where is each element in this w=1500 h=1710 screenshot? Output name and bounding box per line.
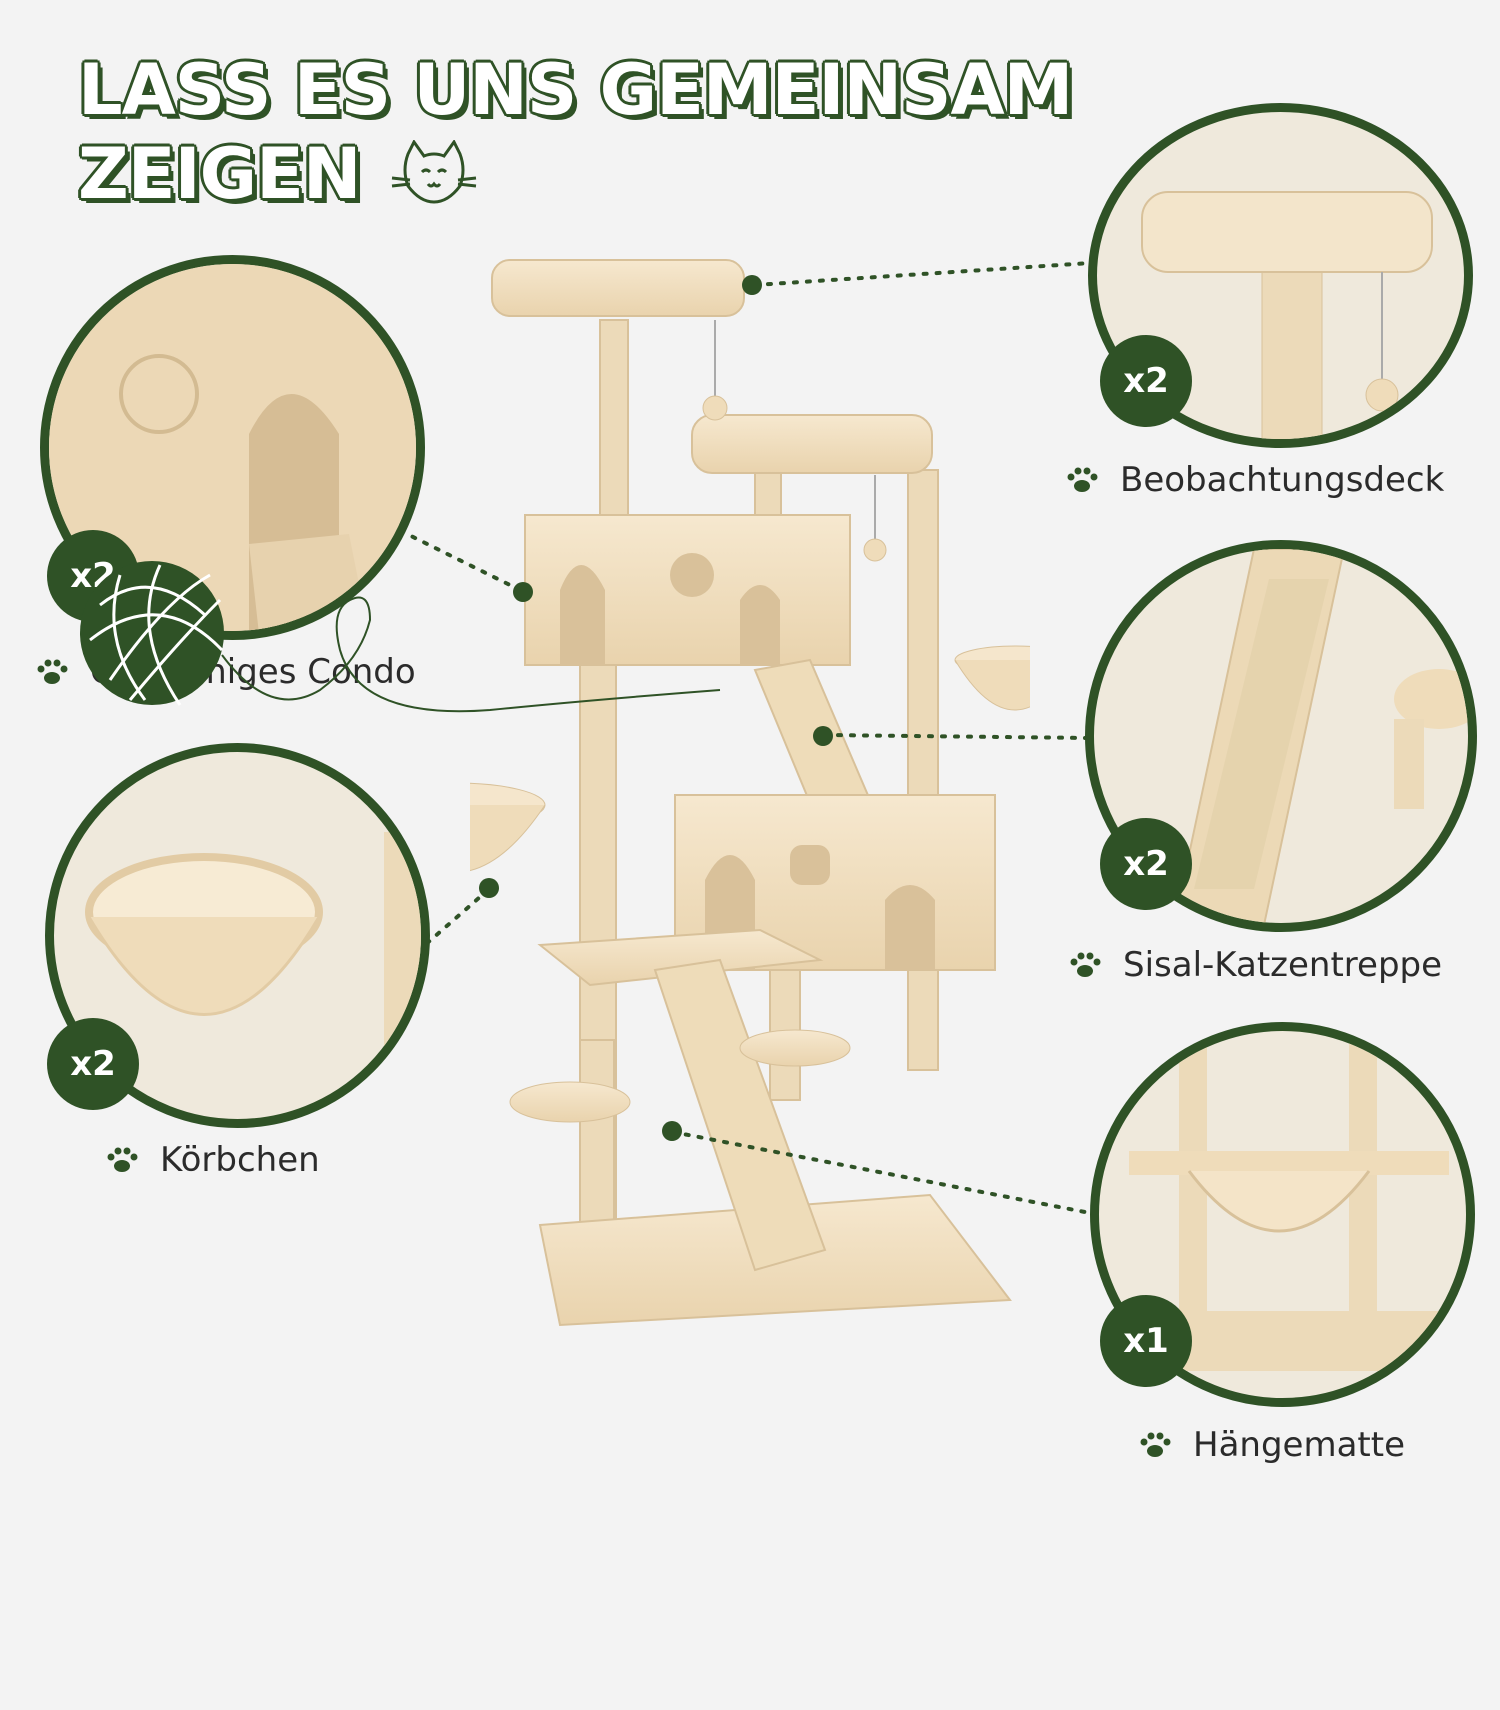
observation-deck-detail xyxy=(1141,191,1433,439)
count-badge-observation-deck: x2 xyxy=(1100,335,1192,427)
feature-name: Hängematte xyxy=(1193,1425,1405,1465)
paw-icon xyxy=(107,1147,138,1172)
paw-icon xyxy=(37,659,68,684)
sisal-stairs-detail xyxy=(1173,549,1468,923)
hammock-detail xyxy=(1119,1031,1459,1371)
title-line-1: LASS ES UNS GEMEINSAM xyxy=(78,49,1073,131)
feature-label-basket: Körbchen xyxy=(102,1140,320,1180)
paw-icon xyxy=(1140,1432,1171,1457)
feature-label-observation-deck: Beobachtungsdeck xyxy=(1062,460,1444,500)
title-line-2: ZEIGEN xyxy=(78,133,361,215)
count-badge-hammock: x1 xyxy=(1100,1295,1192,1387)
feature-name: Sisal-Katzentreppe xyxy=(1123,945,1443,985)
yarn-ball-bottom xyxy=(75,1565,76,1566)
count-badge-basket: x2 xyxy=(47,1018,139,1110)
feature-label-sisal-stairs: Sisal-Katzentreppe xyxy=(1065,945,1442,985)
yarn-ball-display xyxy=(75,1565,725,1710)
feature-name: Körbchen xyxy=(160,1140,320,1180)
feature-name: Beobachtungsdeck xyxy=(1120,460,1445,500)
paw-icon xyxy=(1070,952,1101,977)
yarn-decoration xyxy=(72,1563,73,1564)
paw-icon xyxy=(1067,467,1098,492)
yarn-ball-visual-element xyxy=(75,1563,76,1564)
connector-lines xyxy=(403,261,1092,1215)
cat-tree-illustration xyxy=(470,259,1030,1327)
yarn-ball-main-graphic xyxy=(80,561,721,713)
feature-label-hammock: Hängematte xyxy=(1135,1425,1405,1465)
ball-of-yarn xyxy=(70,1560,71,1561)
count-badge-sisal-stairs: x2 xyxy=(1100,818,1192,910)
cat-face-icon xyxy=(392,140,477,204)
yarn-ball-vector xyxy=(70,1563,71,1564)
yarn-ball-main xyxy=(75,1550,76,1551)
page-title: LASS ES UNS GEMEINSAM ZEIGEN xyxy=(78,48,1073,216)
